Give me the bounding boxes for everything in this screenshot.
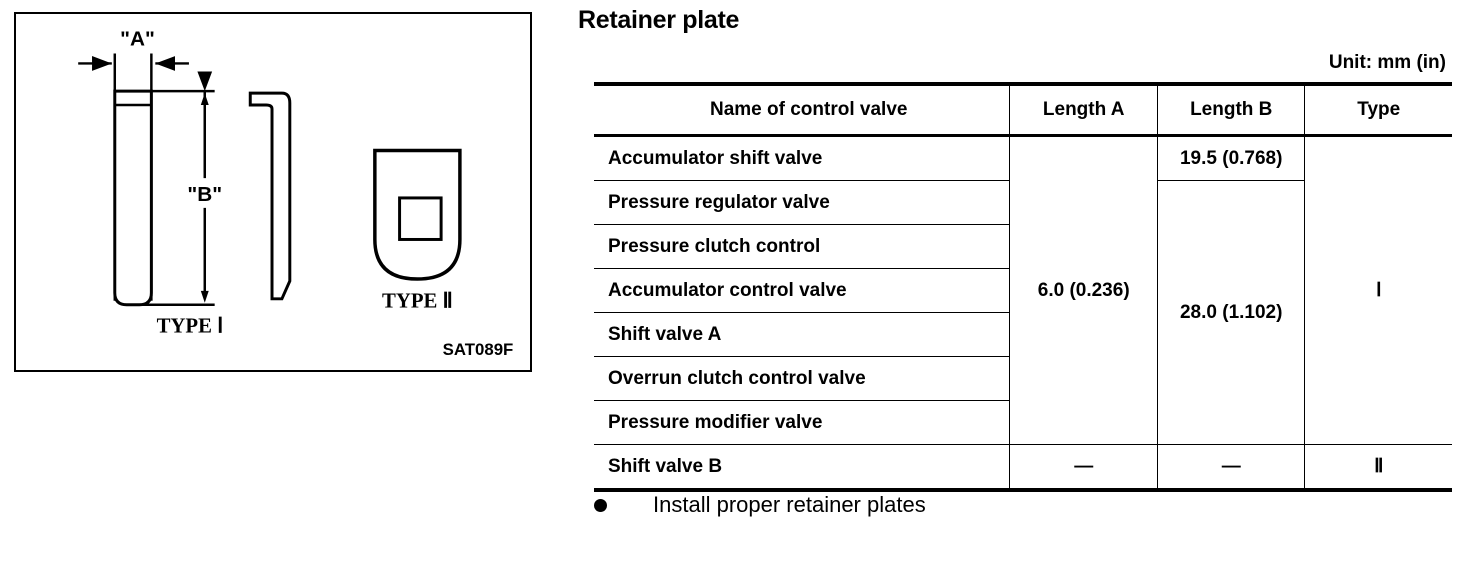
page-title: Retainer plate: [578, 6, 740, 34]
table-row: Shift valve B — — Ⅱ: [594, 444, 1452, 491]
dimension-label-b: "B": [187, 183, 222, 206]
length-a-cell: —: [1009, 444, 1158, 491]
arrowhead-b-bottom: [200, 290, 209, 303]
table-row: Accumulator shift valve 6.0 (0.236) 19.5…: [594, 135, 1452, 445]
type-merged-cell: Ⅰ: [1304, 135, 1452, 445]
retainer-plate-spec-table: Name of control valve Length A Length B …: [594, 82, 1452, 492]
valve-name-cell: Shift valve B: [594, 444, 1011, 491]
length-b-merged-cell: 28.0 (1.102): [1156, 180, 1305, 445]
install-note-text: Install proper retainer plates: [653, 492, 926, 517]
valve-name-cell: Pressure regulator valve: [594, 180, 1011, 225]
valve-name-cell: Accumulator control valve: [594, 268, 1010, 313]
type-1-plate-front-view: [113, 89, 153, 307]
length-b-cell: —: [1156, 444, 1306, 491]
retainer-plate-spec-panel: Retainer plate Unit: mm (in) Name of con…: [578, 0, 1458, 566]
valve-name-cell: Pressure clutch control: [594, 224, 1010, 269]
table-row: Pressure modifier valve: [594, 400, 1452, 445]
table-row: Accumulator control valve: [594, 268, 1452, 313]
type-cell: Ⅱ: [1304, 444, 1452, 491]
unit-note: Unit: mm (in): [1328, 52, 1446, 73]
table-row: Overrun clutch control valve: [594, 356, 1452, 401]
retainer-plate-diagram: "A" "B" TYPE Ⅰ TYPE Ⅱ SAT089F: [78, 28, 514, 359]
column-header-length-a: Length A: [1009, 83, 1158, 137]
type-2-caption: TYPE Ⅱ: [382, 291, 453, 313]
valve-name-cell: Shift valve A: [594, 312, 1010, 357]
type-2-plate-square-hole: [398, 196, 443, 241]
figure-id-label: SAT089F: [443, 340, 514, 359]
table-row: Pressure clutch control: [594, 224, 1452, 269]
type-1-caption: TYPE Ⅰ: [157, 315, 224, 337]
valve-name-cell: Overrun clutch control valve: [594, 356, 1010, 401]
column-header-length-b: Length B: [1156, 83, 1306, 137]
dimension-label-a: "A": [120, 28, 155, 51]
column-header-type: Type: [1304, 83, 1452, 137]
type-1-plate-side-profile: [248, 91, 292, 301]
bullet-icon: [594, 498, 607, 512]
arrowhead-b-top: [200, 93, 209, 105]
type-2-plate-shape: [373, 148, 462, 281]
table-header-row: Name of control valve Length A Length B …: [594, 83, 1452, 137]
retainer-plate-figure-panel: "A" "B" TYPE Ⅰ TYPE Ⅱ SAT089F: [14, 12, 532, 372]
valve-name-cell: Pressure modifier valve: [594, 400, 1010, 445]
length-b-cell: 19.5 (0.768): [1156, 135, 1306, 181]
length-a-merged-cell: 6.0 (0.236): [1009, 135, 1158, 445]
table-row: Shift valve A: [594, 312, 1452, 357]
valve-name-cell: Accumulator shift valve: [594, 135, 1011, 181]
column-header-name: Name of control valve: [594, 83, 1011, 137]
install-note: Install proper retainer plates: [594, 492, 926, 518]
table-row: Pressure regulator valve 28.0 (1.102): [594, 180, 1452, 445]
